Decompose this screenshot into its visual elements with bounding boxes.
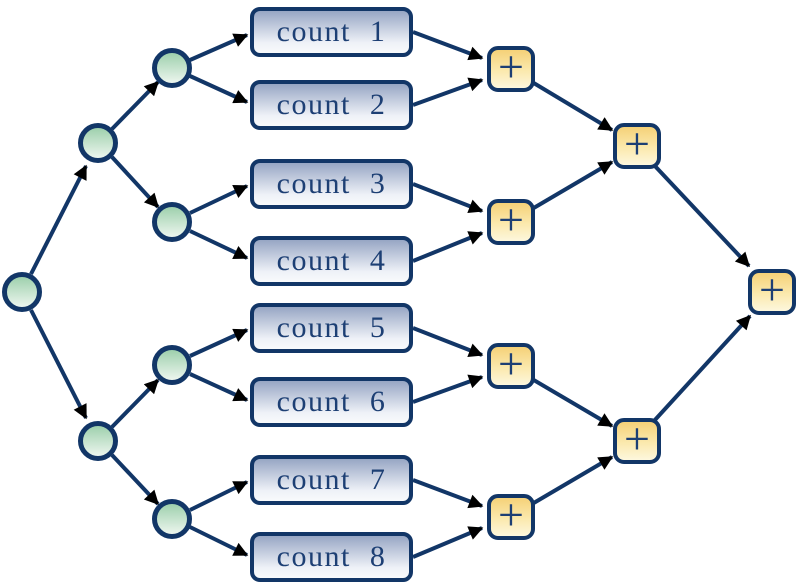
edge-add1234-to-addfinal	[652, 163, 751, 268]
fork-node-root	[2, 272, 42, 312]
task-node-count-2: count 2	[250, 80, 413, 130]
combine-node-34: +	[487, 194, 535, 245]
edge-add78-to-add5678	[530, 455, 614, 506]
fork-node-b1	[152, 345, 192, 385]
edge-fork-b-to-fork-b1	[110, 378, 160, 429]
edge-fork-b1-to-count6	[189, 372, 249, 402]
task-node-count-4: count 4	[250, 236, 413, 286]
combine-node-56: +	[487, 338, 535, 389]
fork-node-b2	[152, 499, 192, 539]
plus-icon: +	[759, 264, 785, 315]
edge-add56-to-add5678	[530, 377, 614, 428]
edge-fork-a-to-fork-a2	[110, 155, 160, 209]
task-node-count-5: count 5	[250, 303, 413, 353]
edge-fork-b2-to-count8	[189, 525, 249, 557]
edge-fork-a-to-fork-a1	[110, 80, 160, 131]
edge-count3-to-add34	[412, 182, 484, 213]
combine-node-12: +	[487, 41, 535, 92]
fork-node-a1	[152, 48, 192, 88]
edge-fork-b-to-fork-b2	[110, 453, 160, 506]
task-node-count-8: count 8	[250, 532, 413, 582]
edge-count2-to-add12	[412, 77, 484, 107]
fork-node-b	[78, 421, 118, 461]
edge-add34-to-add1234	[530, 160, 614, 211]
edge-fork-a1-to-count2	[189, 74, 249, 104]
edge-root-to-fork-b	[29, 309, 88, 420]
task-node-count-6: count 6	[250, 377, 413, 427]
combine-node-1234: +	[613, 118, 661, 169]
combine-node-final: +	[748, 264, 796, 315]
task-node-count-7: count 7	[250, 455, 413, 505]
edge-fork-b2-to-count7	[189, 480, 249, 512]
combine-node-5678: +	[613, 413, 661, 464]
plus-icon: +	[498, 194, 524, 245]
plus-icon: +	[498, 41, 524, 92]
edge-fork-a1-to-count1	[189, 33, 249, 62]
plus-icon: +	[624, 413, 650, 464]
edge-count6-to-add56	[412, 374, 484, 404]
edge-add12-to-add1234	[530, 80, 614, 132]
combine-node-78: +	[487, 489, 535, 540]
edge-root-to-fork-a	[29, 164, 88, 275]
edge-count7-to-add78	[412, 478, 484, 509]
edge-count4-to-add34	[412, 231, 484, 263]
edge-fork-b1-to-count5	[189, 328, 249, 358]
task-node-count-3: count 3	[250, 159, 413, 209]
plus-icon: +	[498, 338, 524, 389]
edge-count8-to-add78	[412, 526, 484, 559]
edge-add5678-to-addfinal	[652, 314, 752, 423]
fork-node-a2	[152, 202, 192, 242]
plus-icon: +	[498, 489, 524, 540]
plus-icon: +	[624, 118, 650, 169]
edge-count5-to-add56	[412, 326, 484, 357]
edge-fork-a2-to-count3	[189, 184, 249, 215]
task-node-count-1: count 1	[250, 7, 413, 57]
edge-count1-to-add12	[412, 30, 484, 61]
fork-node-a	[78, 123, 118, 163]
edge-fork-a2-to-count4	[189, 229, 249, 260]
